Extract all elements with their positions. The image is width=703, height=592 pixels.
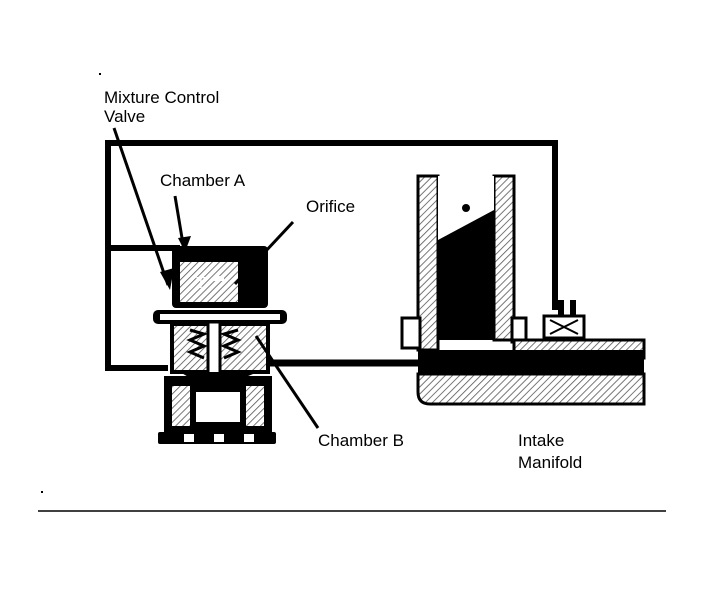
label-chamber-b: Chamber B <box>318 431 404 450</box>
orifice-hole <box>214 276 224 281</box>
filter-left <box>172 386 190 426</box>
label-mixture-control-valve-2: Valve <box>104 107 146 126</box>
label-orifice: Orifice <box>306 197 356 216</box>
valve-marking: T <box>196 275 206 292</box>
leader-orifice <box>233 220 295 286</box>
riser-right-wall <box>492 174 516 342</box>
vacuum-fitting-nipple-2 <box>570 300 576 316</box>
vacuum-line-upper <box>105 140 558 310</box>
vacuum-fitting-nipple-1 <box>558 300 564 316</box>
filter-right <box>246 386 264 426</box>
runner-interior <box>418 350 644 374</box>
chamber-a-cavity <box>180 262 238 302</box>
valve-inlet-chamber <box>196 392 240 422</box>
leader-chamber-b <box>254 335 320 429</box>
label-chamber-a: Chamber A <box>160 171 246 190</box>
label-intake-manifold-1: Intake <box>518 431 565 450</box>
leader-mixture-arrowhead <box>160 268 174 290</box>
speck <box>99 73 101 75</box>
spring-right <box>219 328 242 360</box>
intake-manifold <box>400 174 646 406</box>
leader-mixture-control-valve <box>112 127 170 286</box>
leader-chamber-a-arrowhead <box>178 236 191 252</box>
vacuum-line-lower <box>105 248 168 371</box>
valve-base-slot-3 <box>244 434 254 442</box>
throttle-shaft <box>462 204 470 212</box>
spring-left <box>186 328 209 360</box>
riser-flange <box>400 316 422 350</box>
speck <box>41 491 43 493</box>
vacuum-fitting-x <box>549 319 579 335</box>
valve-flange-inner <box>160 314 280 320</box>
runner-bottom-wall <box>416 372 646 406</box>
mixture-control-valve: T <box>153 246 287 444</box>
valve-base-slot-1 <box>184 434 194 442</box>
riser-flange-right <box>510 316 528 344</box>
label-mixture-control-valve-1: Mixture Control <box>104 88 220 107</box>
label-intake-manifold-2: Manifold <box>518 453 583 472</box>
valve-base-slot-2 <box>214 434 224 442</box>
